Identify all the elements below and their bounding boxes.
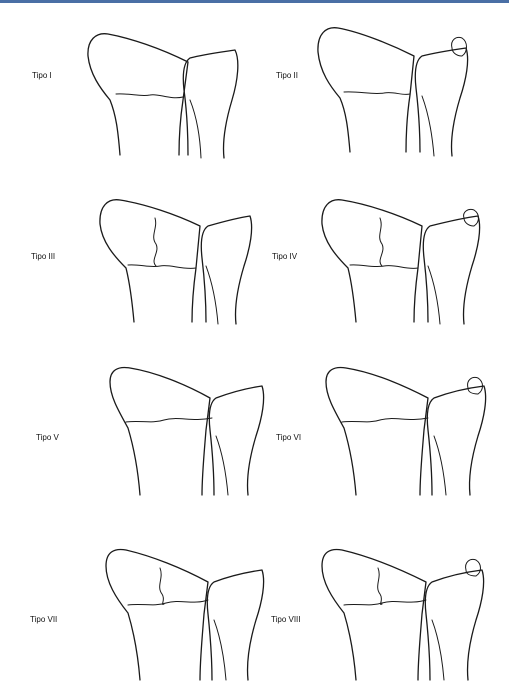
drawing-tipo-iv bbox=[322, 200, 480, 324]
radius-outline bbox=[110, 368, 210, 495]
radius-outline bbox=[322, 200, 422, 322]
fracture-line bbox=[126, 418, 212, 422]
ulnar-styloid-fragment bbox=[452, 37, 467, 56]
ulna-shaft-line bbox=[216, 436, 228, 495]
fracture-line bbox=[342, 418, 428, 422]
radius-outline bbox=[322, 550, 426, 680]
drawing-tipo-iii bbox=[100, 200, 252, 324]
fracture-line-intraarticular bbox=[378, 568, 382, 604]
ulna-shaft-line bbox=[206, 266, 218, 324]
radius-outline bbox=[318, 28, 414, 152]
fracture-line-intraarticular bbox=[380, 218, 383, 266]
ulna-outline bbox=[415, 48, 467, 156]
fracture-line bbox=[116, 94, 183, 98]
ulna-outline bbox=[201, 216, 251, 324]
ulna-shaft-line bbox=[428, 266, 440, 324]
fracture-line-transverse bbox=[344, 600, 426, 605]
radius-outline bbox=[106, 550, 208, 680]
fracture-line-intraarticular bbox=[154, 218, 157, 266]
fracture-line-intraarticular bbox=[160, 568, 164, 604]
drawing-tipo-viii bbox=[322, 550, 484, 680]
radius-outline bbox=[88, 34, 188, 155]
drawing-tipo-vi bbox=[326, 368, 486, 495]
radius-outline bbox=[100, 200, 200, 322]
ulna-shaft-line bbox=[422, 96, 434, 156]
ulna-shaft-line bbox=[190, 100, 201, 158]
drawing-tipo-i bbox=[88, 34, 238, 158]
fracture-line bbox=[344, 92, 410, 95]
fracture-line-transverse bbox=[128, 600, 208, 605]
drawing-tipo-v bbox=[110, 368, 264, 495]
drawing-tipo-ii bbox=[318, 28, 468, 156]
fracture-line-transverse bbox=[350, 265, 418, 269]
ulnar-styloid-fragment bbox=[466, 559, 481, 576]
ulna-shaft-line bbox=[214, 620, 226, 680]
ulna-shaft-line bbox=[434, 436, 446, 495]
ulna-shaft-line bbox=[432, 620, 444, 680]
fracture-line-transverse bbox=[128, 265, 196, 269]
radius-outline bbox=[326, 368, 428, 495]
ulnar-styloid-fragment bbox=[468, 377, 483, 394]
ulna-outline bbox=[423, 216, 479, 324]
drawing-tipo-vii bbox=[106, 550, 264, 680]
